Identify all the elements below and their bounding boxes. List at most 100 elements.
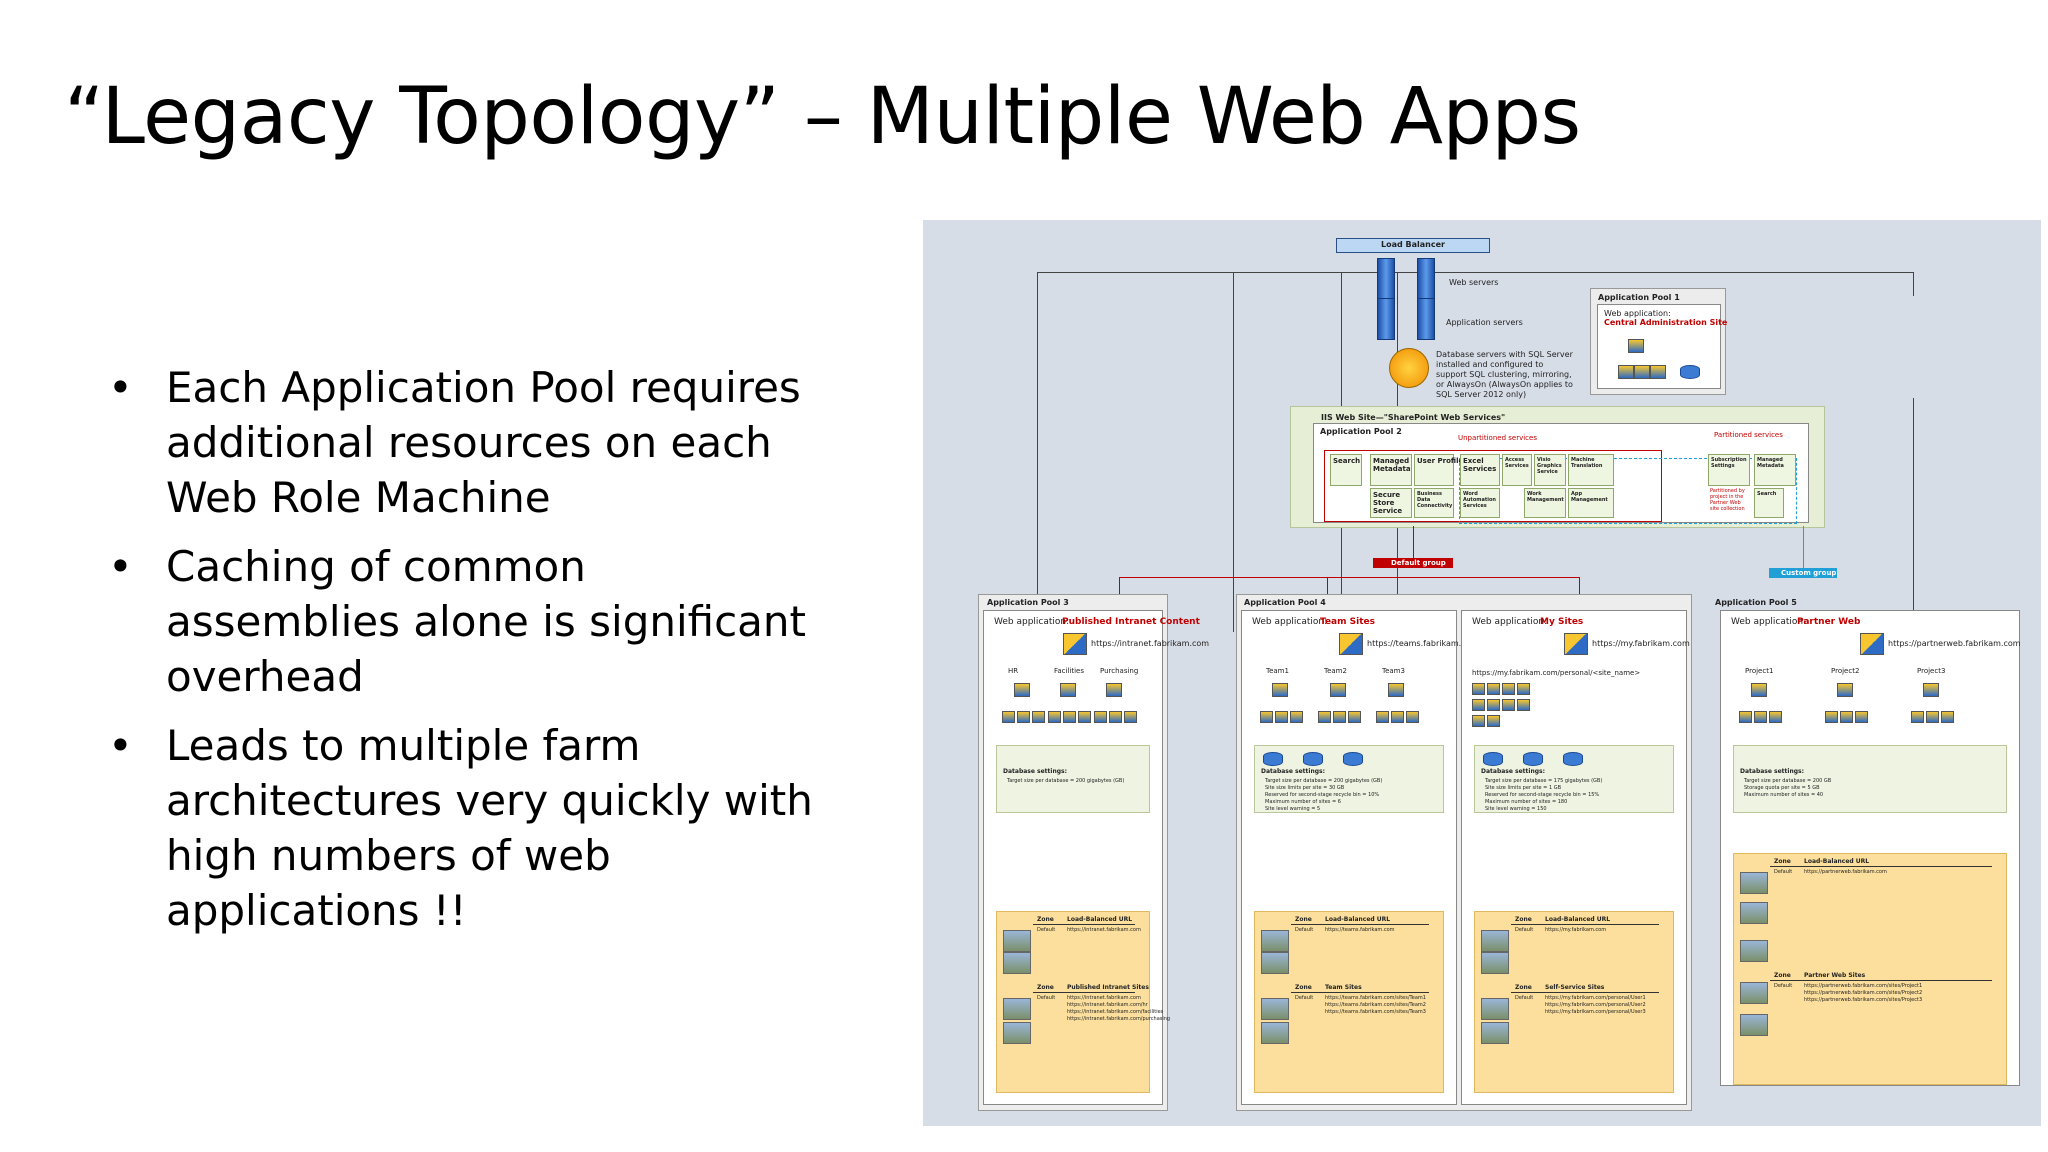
user-photo-icon — [1261, 952, 1289, 974]
user-photo-icon — [1481, 998, 1509, 1020]
my-site-icon — [1472, 715, 1485, 727]
bullet-item: •Caching of common assemblies alone is s… — [100, 539, 820, 704]
pool2-title: Application Pool 2 — [1320, 427, 1402, 436]
zone-url: https://intranet.fabrikam.com/purchasing — [1067, 1016, 1171, 1022]
site-collection-icon — [1063, 633, 1087, 655]
slide-title: “Legacy Topology” – Multiple Web Apps — [64, 72, 1581, 162]
pool-title: Application Pool 3 — [987, 598, 1069, 607]
web-app-name: Central Administration Site — [1604, 318, 1728, 327]
pool-title: Application Pool 1 — [1598, 293, 1680, 302]
subsite-icon — [1739, 711, 1752, 723]
site-label: Team3 — [1382, 667, 1405, 675]
db-setting: Reserved for second-stage recycle bin = … — [1265, 792, 1380, 798]
web-app-url: https://my.fabrikam.com — [1592, 639, 1690, 648]
site-icon — [1618, 365, 1634, 379]
bullet-text: Caching of common assemblies alone is si… — [166, 542, 807, 701]
zone-name: Default — [1037, 927, 1056, 933]
zone-header: Team Sites — [1325, 984, 1362, 991]
my-site-icon — [1472, 683, 1485, 695]
subsite-icon — [1032, 711, 1045, 723]
service-secure-store: Secure Store Service — [1370, 488, 1412, 518]
my-site-icon — [1517, 699, 1530, 711]
zone-url: https://my.fabrikam.com/personal/User2 — [1545, 1002, 1646, 1008]
partitioned-label: Partitioned services — [1714, 431, 1783, 439]
subsite-icon — [1926, 711, 1939, 723]
subsite-icon — [1318, 711, 1331, 723]
db-setting: Site level warning = 5 — [1265, 806, 1321, 812]
zone-url: https://teams.fabrikam.com — [1325, 927, 1395, 933]
subsite-icon — [1109, 711, 1122, 723]
db-setting: Maximum number of sites = 180 — [1485, 799, 1568, 805]
zone-table: Zone Load-Balanced URL Default https://my.f… — [1474, 911, 1674, 1093]
site-label: HR — [1008, 667, 1019, 675]
web-server-icon — [1417, 258, 1435, 300]
my-site-icon — [1472, 699, 1485, 711]
zone-header: Zone — [1774, 972, 1791, 979]
my-site-icon — [1487, 683, 1500, 695]
database-settings: Database settings:Target size per databa… — [1733, 745, 2007, 813]
zone-name: Default — [1037, 995, 1056, 1001]
db-setting: Target size per database = 200 gigabytes… — [1007, 778, 1125, 784]
service-work-management: Work Management — [1524, 488, 1566, 518]
zone-header: Self-Service Sites — [1545, 984, 1605, 991]
service-managed-metadata: Managed Metadata — [1370, 454, 1412, 486]
web-app-name: Published Intranet Content — [1062, 617, 1200, 627]
zone-header: Published Intranet Sites — [1067, 984, 1149, 991]
zone-url: https://teams.fabrikam.com/sites/Team3 — [1325, 1009, 1426, 1015]
site-icon — [1923, 683, 1939, 697]
web-application-panel: Web application:Published Intranet Conte… — [983, 610, 1209, 1105]
db-setting: Target size per database = 200 gigabytes… — [1265, 778, 1383, 784]
subsite-icon — [1260, 711, 1273, 723]
bullet-list: •Each Application Pool requires addition… — [100, 360, 820, 952]
subsite-icon — [1275, 711, 1288, 723]
zone-header: Zone — [1515, 916, 1532, 923]
service-bdc: Business Data Connectivity — [1414, 488, 1454, 518]
database-icon — [1563, 752, 1583, 766]
site-collection-icon — [1564, 633, 1588, 655]
zone-url: https://intranet.fabrikam.com/hr — [1067, 1002, 1148, 1008]
pool-title: Application Pool 4 — [1244, 598, 1326, 607]
subsite-icon — [1063, 711, 1076, 723]
service-app-management: App Management — [1568, 488, 1614, 518]
database-settings: Database settings:Target size per databa… — [1474, 745, 1674, 813]
zone-url: https://intranet.fabrikam.com/facilities — [1067, 1009, 1164, 1015]
zone-name: Default — [1515, 927, 1534, 933]
subsite-icon — [1094, 711, 1107, 723]
web-app-name: Team Sites — [1320, 617, 1375, 627]
zone-url: https://partnerweb.fabrikam.com/sites/Pr… — [1804, 983, 1923, 989]
zone-name: Default — [1295, 927, 1314, 933]
zone-header: Load-Balanced URL — [1545, 916, 1611, 923]
db-settings-title: Database settings: — [1740, 768, 1804, 775]
site-icon — [1106, 683, 1122, 697]
site-label: Project2 — [1831, 667, 1860, 675]
site-icon — [1650, 365, 1666, 379]
web-app-name: Partner Web — [1797, 617, 1861, 627]
zone-url: https://my.fabrikam.com — [1545, 927, 1607, 933]
site-label: Purchasing — [1100, 667, 1139, 675]
zone-name: Default — [1774, 869, 1793, 875]
user-photo-icon — [1003, 998, 1031, 1020]
site-icon — [1628, 339, 1644, 353]
subsite-icon — [1941, 711, 1954, 723]
db-setting: Site size limits per site = 1 GB — [1485, 785, 1562, 791]
database-icon — [1263, 752, 1283, 766]
db-setting: Reserved for second-stage recycle bin = … — [1485, 792, 1600, 798]
site-label: Facilities — [1054, 667, 1084, 675]
site-icon — [1751, 683, 1767, 697]
web-app-name: My Sites — [1540, 617, 1584, 627]
subsite-icon — [1769, 711, 1782, 723]
bullet-text: Leads to multiple farm architectures ver… — [166, 721, 813, 935]
web-app-url: https://partnerweb.fabrikam.com — [1888, 639, 2021, 648]
zone-header: Load-Balanced URL — [1325, 916, 1391, 923]
zone-header: Zone — [1295, 984, 1312, 991]
my-site-icon — [1487, 699, 1500, 711]
database-settings: Database settings:Target size per databa… — [1254, 745, 1444, 813]
user-photo-icon — [1261, 930, 1289, 952]
user-photo-icon — [1740, 902, 1768, 924]
site-collection-icon — [1339, 633, 1363, 655]
zone-name: Default — [1295, 995, 1314, 1001]
site-icon — [1060, 683, 1076, 697]
zone-url: https://teams.fabrikam.com/sites/Team1 — [1325, 995, 1426, 1001]
